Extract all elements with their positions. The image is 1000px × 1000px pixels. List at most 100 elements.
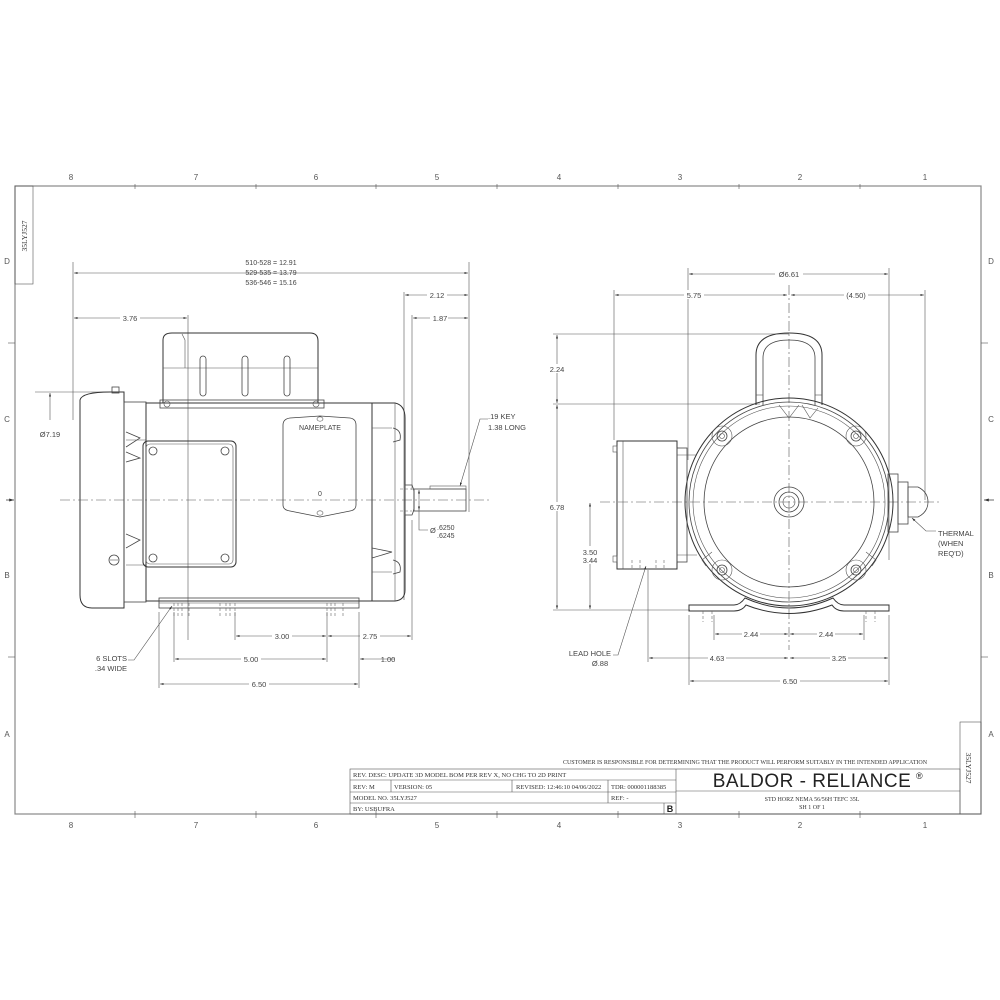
shaft-dia-min: .6245	[437, 533, 455, 540]
slots-note-line2: .34 WIDE	[95, 664, 127, 673]
zone-col-5-top: 5	[435, 173, 440, 182]
shaft-dia-max: .6250	[437, 525, 455, 532]
rev: REV: M	[353, 784, 375, 791]
revised-timestamp: REVISED: 12:46:10 04/06/2022	[516, 784, 601, 791]
thermal-line3: REQ'D)	[938, 549, 964, 558]
dim-6-50-side: 6.50	[252, 680, 267, 689]
dim-6-78: 6.78	[550, 503, 565, 512]
louver-2	[241, 355, 249, 397]
nameplate-label: NAMEPLATE	[299, 425, 341, 432]
zone-row-a-right: A	[988, 730, 994, 739]
zone-col-2-bottom: 2	[798, 821, 803, 830]
through-bolts	[711, 425, 867, 581]
side-cover-plate	[142, 440, 237, 568]
drawing-number-tab-right	[959, 721, 982, 815]
zone-col-3-top: 3	[678, 173, 683, 182]
motor-description: STD HORZ NEMA 56/56H TEFC 35L	[765, 797, 860, 803]
thermal-line2: (WHEN	[938, 539, 963, 548]
zone-col-5-bottom: 5	[435, 821, 440, 830]
conduit-box-base	[159, 399, 325, 409]
sheet-border: 8 7 6 5 4 3 2 1 8 7 6 5 4 3 2 1 D C B A …	[4, 173, 994, 830]
nameplate-outline	[282, 415, 357, 518]
conduit-box-top	[162, 332, 319, 403]
tdr-number: TDR: 000001188385	[611, 784, 666, 791]
sheet-count: SH 1 OF 1	[799, 805, 825, 811]
louver-1	[199, 355, 207, 397]
dim-5-00: 5.00	[244, 655, 259, 664]
lifting-eye	[755, 332, 823, 405]
sheet-size: B	[667, 804, 674, 814]
end-bracket-circle	[703, 416, 875, 588]
end-view: Ø6.61 5.75 (4.50) 2.24 6.78 3.50 3.44	[548, 268, 974, 686]
shaft-key	[429, 485, 467, 490]
motor-frame	[145, 402, 373, 602]
zone-row-a-left: A	[4, 730, 10, 739]
zone-col-4-top: 4	[557, 173, 562, 182]
side-view: 510-528 = 12.91 529-535 = 13.79 536-546 …	[35, 260, 526, 689]
shaft-end-outer	[773, 486, 805, 518]
drawing-number-tab-left	[14, 185, 34, 285]
model-number: MODEL NO. 35LYJ527	[353, 795, 418, 802]
zone-col-6-top: 6	[314, 173, 319, 182]
zone-row-b-right: B	[988, 571, 993, 580]
dim-2-75: 2.75	[363, 632, 378, 641]
thermal-line1: THERMAL	[938, 529, 974, 538]
dim-dia-6-61: Ø6.61	[779, 270, 799, 279]
dim-5-75: 5.75	[687, 291, 702, 300]
overall-length-510-528: 510-528 = 12.91	[245, 260, 296, 267]
dim-3-25: 3.25	[832, 654, 847, 663]
nameplate-mark: 0	[318, 491, 322, 498]
drawn-by: BY: USBUFRA	[353, 806, 395, 813]
overall-length-529-535: 529-535 = 13.79	[245, 270, 296, 277]
zone-col-6-bottom: 6	[314, 821, 319, 830]
dim-3-44: 3.44	[583, 556, 598, 565]
zone-col-2-top: 2	[798, 173, 803, 182]
dim-2-24: 2.24	[550, 365, 565, 374]
zone-col-4-bottom: 4	[557, 821, 562, 830]
end-view-feet	[688, 597, 890, 614]
dim-4-50-ref: (4.50)	[846, 291, 866, 300]
slots-note-line1: 6 SLOTS	[96, 654, 127, 663]
dim-1-00: 1.00	[381, 655, 396, 664]
registered-mark: ®	[916, 771, 923, 781]
louver-3	[283, 355, 291, 397]
lead-hole-line1: LEAD HOLE	[569, 649, 611, 658]
dim-2-44-right: 2.44	[819, 630, 834, 639]
conduit-box-end	[616, 440, 678, 570]
dim-dia-7-19: Ø7.19	[40, 430, 60, 439]
drawing-number-left: 35LYJ527	[20, 220, 29, 251]
zone-col-1-top: 1	[923, 173, 928, 182]
zone-col-1-bottom: 1	[923, 821, 928, 830]
lead-hole-line2: Ø.88	[592, 659, 608, 668]
zone-col-8-bottom: 8	[69, 821, 74, 830]
dim-1-87: 1.87	[433, 314, 448, 323]
zone-row-b-left: B	[4, 571, 9, 580]
dim-2-12: 2.12	[430, 291, 445, 300]
zone-col-7-bottom: 7	[194, 821, 199, 830]
rev-desc: REV. DESC: UPDATE 3D MODEL BOM PER REV X…	[353, 772, 566, 779]
brand-name: BALDOR - RELIANCE	[713, 771, 912, 792]
disclaimer: CUSTOMER IS RESPONSIBLE FOR DETERMINING …	[563, 760, 928, 766]
dim-3-00: 3.00	[275, 632, 290, 641]
bottom-zone-ticks	[134, 811, 861, 818]
key-note-line1: .19 KEY	[488, 412, 516, 421]
frame-outer-circle	[684, 397, 894, 607]
zone-row-c-left: C	[4, 415, 10, 424]
title-block: CUSTOMER IS RESPONSIBLE FOR DETERMINING …	[349, 760, 961, 815]
dim-2-44-left: 2.44	[744, 630, 759, 639]
shaft-dia-symbol: Ø	[430, 526, 436, 535]
zone-col-3-bottom: 3	[678, 821, 683, 830]
key-note-line2: 1.38 LONG	[488, 423, 526, 432]
dim-6-50-end: 6.50	[783, 677, 798, 686]
version: VERSION: 05	[394, 784, 432, 791]
base-slots	[173, 603, 344, 616]
zone-row-d-right: D	[988, 257, 994, 266]
dim-3-50: 3.50	[583, 548, 598, 557]
overall-length-536-546: 536-546 = 15.16	[245, 280, 296, 287]
zone-row-c-right: C	[988, 415, 994, 424]
fan-cover	[79, 391, 125, 609]
dim-3-76: 3.76	[123, 314, 138, 323]
zone-col-8-top: 8	[69, 173, 74, 182]
zone-col-7-top: 7	[194, 173, 199, 182]
shaft-end-inner	[782, 495, 796, 509]
